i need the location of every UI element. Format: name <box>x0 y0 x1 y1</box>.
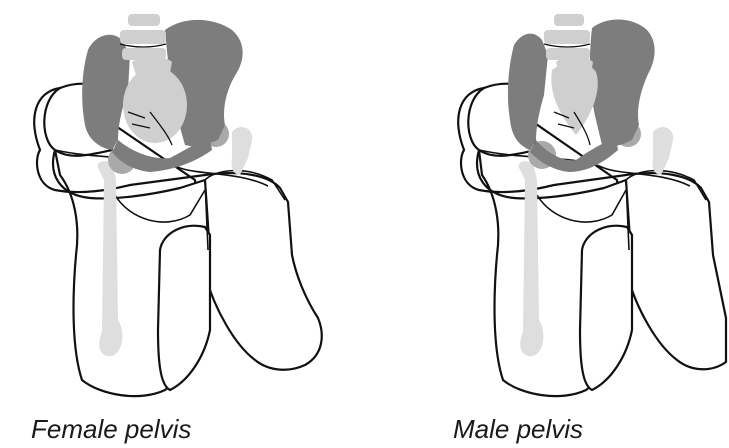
lumbar-vertebra-3 <box>122 48 166 60</box>
lumbar-vertebra-3 <box>546 48 590 60</box>
femur-right <box>652 127 673 175</box>
lumbar-vertebra-1 <box>128 14 160 26</box>
ilium-right <box>590 20 655 147</box>
female-pelvis-caption: Female pelvis <box>31 414 191 445</box>
lumbar-vertebra-1 <box>554 14 584 26</box>
female-pelvis-illustration <box>0 0 364 400</box>
femur-right <box>231 127 252 175</box>
lumbar-vertebra-2 <box>120 30 166 44</box>
male-pelvis-illustration <box>364 0 728 400</box>
saddle-flap <box>158 226 210 390</box>
female-pelvis-figure: Female pelvis <box>0 0 364 448</box>
lumbar-vertebra-2 <box>544 30 590 44</box>
saddle-flap <box>580 226 632 390</box>
male-pelvis-caption: Male pelvis <box>453 414 583 445</box>
male-pelvis-figure: Male pelvis <box>364 0 728 448</box>
